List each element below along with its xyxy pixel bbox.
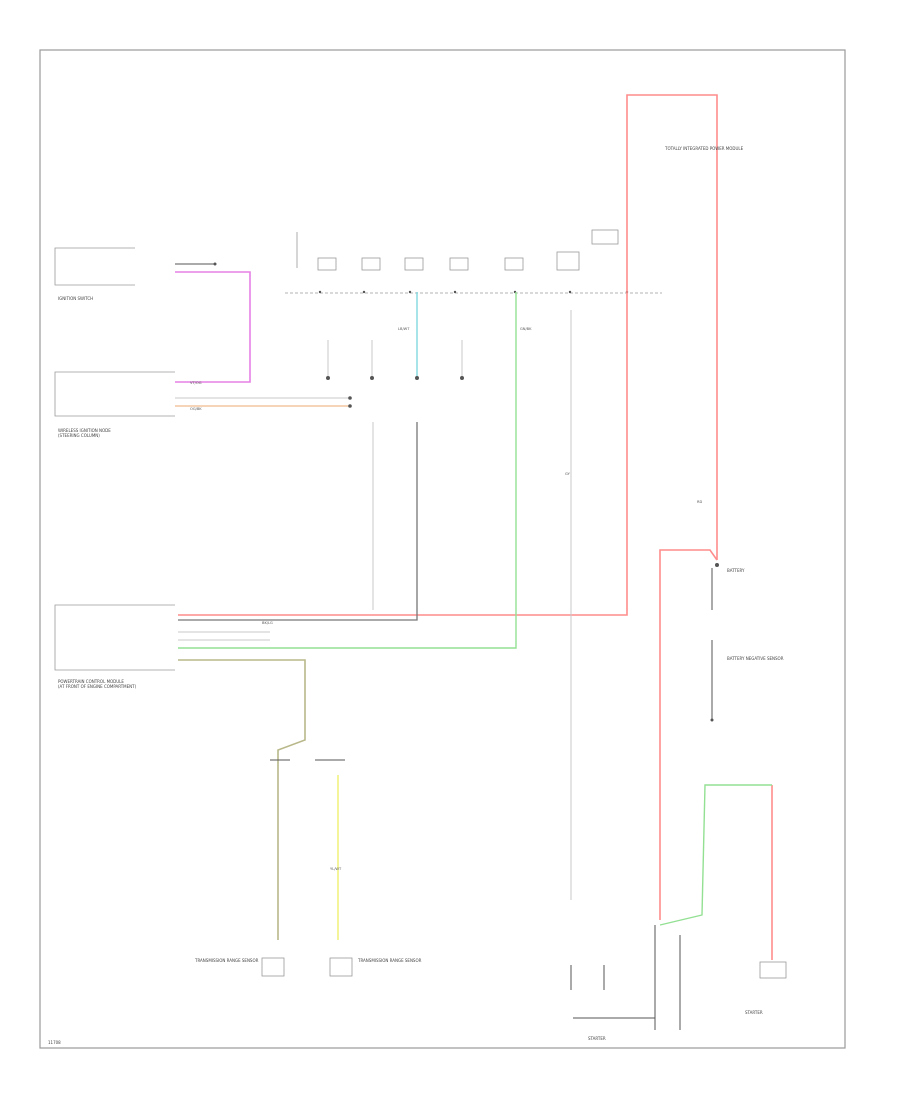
pcm-box [54, 604, 175, 671]
wire-green [178, 292, 517, 649]
wire-code-pink: VT/OG [190, 381, 202, 385]
wire-code-yellow: YL/WT [330, 867, 342, 871]
trs-left [261, 957, 285, 977]
wire-code-red: RD [697, 500, 702, 504]
label-wireless-ignition: WIRELESS IGNITION NODE [58, 428, 111, 433]
label-battery-sense: BATTERY NEGATIVE SENSOR [727, 656, 784, 661]
wire-red-battery-to-starter [659, 549, 718, 920]
label-battery: BATTERY [727, 568, 745, 573]
ignition-switch-box [54, 247, 135, 286]
label-wireless-ignition-sub: (STEERING COLUMN) [58, 433, 100, 438]
diagram-frame [39, 49, 846, 1049]
wire-code-gray: GY [565, 472, 571, 476]
label-trs-left: TRANSMISSION RANGE SENSOR [194, 958, 259, 963]
fuse-connectors [317, 229, 619, 271]
wire-code-orange: OG/BK [190, 407, 202, 411]
label-pcm-sub: (AT FRONT OF ENGINE COMPARTMENT) [58, 684, 137, 689]
trs-right [329, 957, 353, 977]
label-starter-relay: STARTER [588, 1036, 606, 1041]
wire-olive [178, 659, 306, 940]
label-ignition-switch: IGNITION SWITCH [58, 296, 93, 301]
label-starter: STARTER [745, 1010, 763, 1015]
battery-terminal [715, 563, 719, 567]
wire-green-starter [659, 784, 772, 926]
wire-dark [178, 422, 418, 621]
label-trs-right: TRANSMISSION RANGE SENSOR [357, 958, 422, 963]
starter-box [759, 961, 787, 979]
label-pcm: POWERTRAIN CONTROL MODULE [58, 679, 124, 684]
wire-code-cyan: LB/WT [398, 327, 410, 331]
wire-code-dark: BK/LG [262, 621, 273, 625]
footer-code: 11708 [48, 1040, 61, 1045]
wire-code-green: GN/BK [520, 327, 532, 331]
wire-red-main [626, 94, 718, 560]
wire-red-pcm [178, 292, 628, 616]
label-fuse-block: TOTALLY INTEGRATED POWER MODULE [664, 146, 744, 151]
wireless-ignition-box [54, 371, 175, 417]
wire-pink [175, 271, 251, 383]
